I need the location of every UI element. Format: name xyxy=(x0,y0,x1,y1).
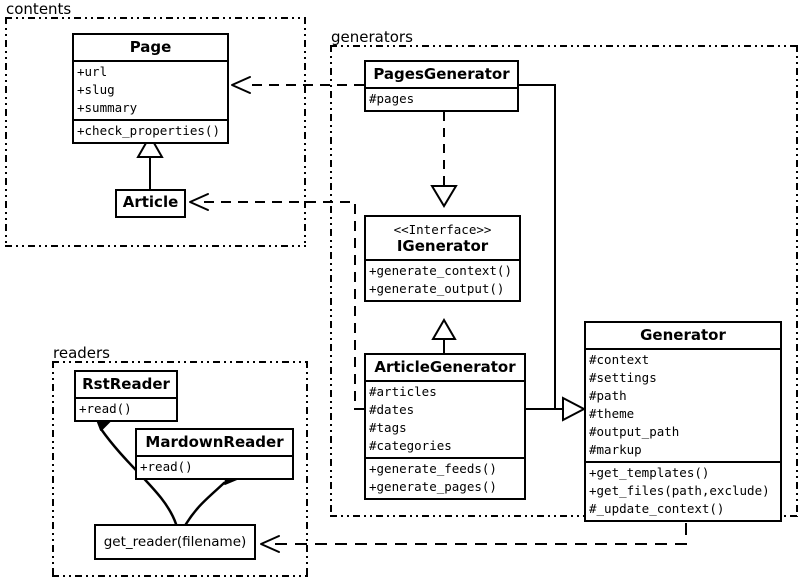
class-name-rst-reader: RstReader xyxy=(82,375,170,393)
class-name-text: IGenerator xyxy=(396,236,489,255)
attribute: +slug xyxy=(77,82,115,98)
divider xyxy=(366,380,524,383)
function-box-get-reader[interactable]: get_reader(filename) xyxy=(94,524,256,560)
divider xyxy=(366,87,517,90)
class-name-igenerator: <<Interface>> IGenerator xyxy=(366,217,519,259)
method: +check_properties() xyxy=(77,123,220,139)
class-name-pages-generator: PagesGenerator xyxy=(373,65,510,83)
class-box-pages-generator[interactable]: PagesGenerator #pages xyxy=(364,60,519,113)
attribute: #articles xyxy=(369,384,437,400)
attribute: #path xyxy=(589,388,627,404)
attribute: +url xyxy=(77,64,108,80)
method: +generate_output() xyxy=(369,280,505,296)
class-box-page[interactable]: Page +url +slug +summary +check_properti… xyxy=(72,33,229,145)
class-name-markdown-reader: MardownReader xyxy=(145,433,284,451)
class-name-article: Article xyxy=(122,193,179,211)
package-contents-label: contents xyxy=(6,0,72,18)
attribute: #tags xyxy=(369,420,407,436)
attribute: #output_path xyxy=(589,424,680,440)
class-box-igenerator[interactable]: <<Interface>> IGenerator +generate_conte… xyxy=(364,215,521,302)
class-name-page: Page xyxy=(129,38,172,56)
class-attributes-generator: #context #settings #path #theme #output_… xyxy=(586,350,780,461)
attribute: #context xyxy=(589,352,650,368)
method: #_update_context() xyxy=(589,501,725,517)
class-name-generator: Generator xyxy=(640,326,726,344)
method: +generate_feeds() xyxy=(369,461,497,477)
class-methods-rst-reader: +read() xyxy=(76,399,176,420)
class-methods-page: +check_properties() xyxy=(74,121,227,142)
attribute: +summary xyxy=(77,100,138,116)
class-box-article[interactable]: Article xyxy=(115,189,186,218)
class-box-article-generator[interactable]: ArticleGenerator #articles #dates #tags … xyxy=(364,353,526,501)
class-attributes-pages-generator: #pages xyxy=(366,89,517,110)
method: +get_files(path,exclude) xyxy=(589,483,770,499)
divider xyxy=(366,258,519,261)
attribute: #markup xyxy=(589,442,642,458)
class-attributes-article-generator: #articles #dates #tags #categories xyxy=(366,382,524,457)
class-box-rst-reader[interactable]: RstReader +read() xyxy=(74,370,178,423)
divider xyxy=(586,461,780,464)
class-box-generator[interactable]: Generator #context #settings #path #them… xyxy=(584,321,782,523)
attribute: #theme xyxy=(589,406,635,422)
class-methods-article-generator: +generate_feeds() +generate_pages() xyxy=(366,459,524,498)
divider xyxy=(137,455,292,458)
method: +generate_pages() xyxy=(369,479,497,495)
attribute: #pages xyxy=(369,91,415,107)
divider xyxy=(76,397,176,400)
attribute: #categories xyxy=(369,438,452,454)
class-stereotype-igenerator: <<Interface>> xyxy=(393,222,492,237)
attribute: #settings xyxy=(589,370,657,386)
method: +get_templates() xyxy=(589,465,710,481)
class-methods-igenerator: +generate_context() +generate_output() xyxy=(366,261,519,300)
function-label-get-reader: get_reader(filename) xyxy=(103,534,247,550)
divider xyxy=(74,119,227,122)
package-readers-label: readers xyxy=(53,344,110,362)
class-box-markdown-reader[interactable]: MardownReader +read() xyxy=(135,428,294,481)
package-generators-label: generators xyxy=(331,28,413,46)
method: +generate_context() xyxy=(369,262,512,278)
class-methods-markdown-reader: +read() xyxy=(137,457,292,478)
divider xyxy=(586,348,780,351)
method: +read() xyxy=(79,401,132,417)
class-methods-generator: +get_templates() +get_files(path,exclude… xyxy=(586,463,780,520)
divider xyxy=(366,457,524,460)
class-name-article-generator: ArticleGenerator xyxy=(374,358,516,376)
class-attributes-page: +url +slug +summary xyxy=(74,62,227,119)
attribute: #dates xyxy=(369,402,415,418)
divider xyxy=(74,60,227,63)
method: +read() xyxy=(140,459,193,475)
